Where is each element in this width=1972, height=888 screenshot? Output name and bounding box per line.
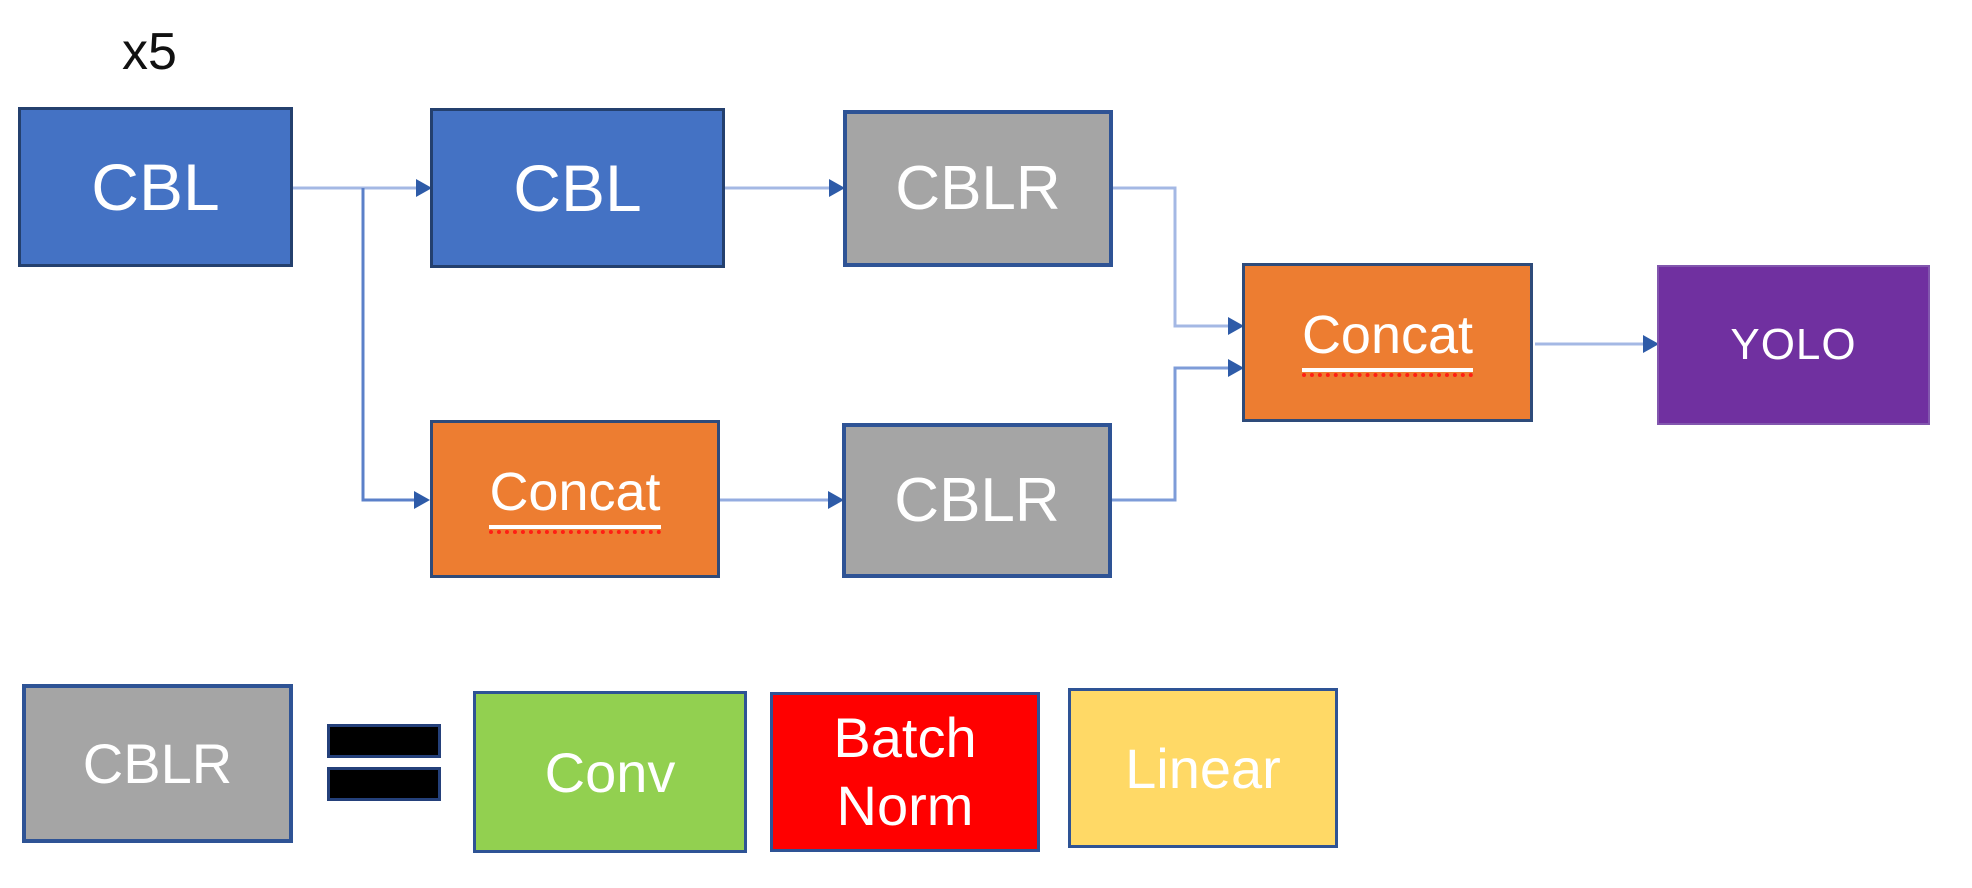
node-concat-lower: Concat — [430, 420, 720, 578]
connector-cbl1-concat-lower — [361, 188, 421, 502]
node-concat-lower-label: Concat — [489, 465, 661, 529]
node-cblr-lower: CBLR — [842, 423, 1112, 578]
node-yolo-label: YOLO — [1730, 320, 1857, 369]
arrowhead-into-cblr-top — [829, 179, 845, 197]
legend-item-linear-label: Linear — [1125, 736, 1281, 800]
node-yolo: YOLO — [1657, 265, 1930, 425]
arrowhead-into-concat-lower — [414, 491, 430, 509]
legend-key-cblr: CBLR — [22, 684, 293, 843]
legend-key-cblr-label: CBLR — [82, 732, 233, 795]
node-cblr-lower-label: CBLR — [894, 466, 1060, 535]
connector-cblr-top-concat-main — [1113, 186, 1233, 328]
legend-item-conv-label: Conv — [544, 740, 676, 804]
arrowhead-into-concat-main-upper — [1228, 317, 1244, 335]
node-cblr-top: CBLR — [843, 110, 1113, 267]
connector-cblr-lower-concat-main — [1112, 366, 1233, 502]
node-cbl-2: CBL — [430, 108, 725, 268]
node-cblr-top-label: CBLR — [895, 154, 1061, 223]
equals-icon — [327, 724, 441, 758]
legend-item-batch-norm: Batch Norm — [770, 692, 1040, 852]
spellcheck-underline: Concat — [489, 465, 661, 534]
node-cbl-1: CBL — [18, 107, 293, 267]
node-cbl-2-label: CBL — [513, 151, 642, 225]
repeat-count-label: x5 — [122, 23, 177, 81]
arrowhead-into-concat-main-lower — [1228, 359, 1244, 377]
arrowhead-into-cbl2 — [416, 179, 432, 197]
node-concat-main: Concat — [1242, 263, 1533, 422]
arrowhead-into-yolo — [1643, 335, 1659, 353]
legend-item-conv: Conv — [473, 691, 747, 853]
equals-icon — [327, 767, 441, 801]
node-cbl-1-label: CBL — [91, 150, 220, 224]
node-concat-main-label: Concat — [1301, 308, 1474, 372]
legend-item-linear: Linear — [1068, 688, 1338, 848]
spellcheck-underline: Concat — [1301, 308, 1474, 377]
arrowhead-into-cblr-lower — [828, 491, 844, 509]
legend-item-batch-norm-label: Batch Norm — [833, 705, 977, 837]
